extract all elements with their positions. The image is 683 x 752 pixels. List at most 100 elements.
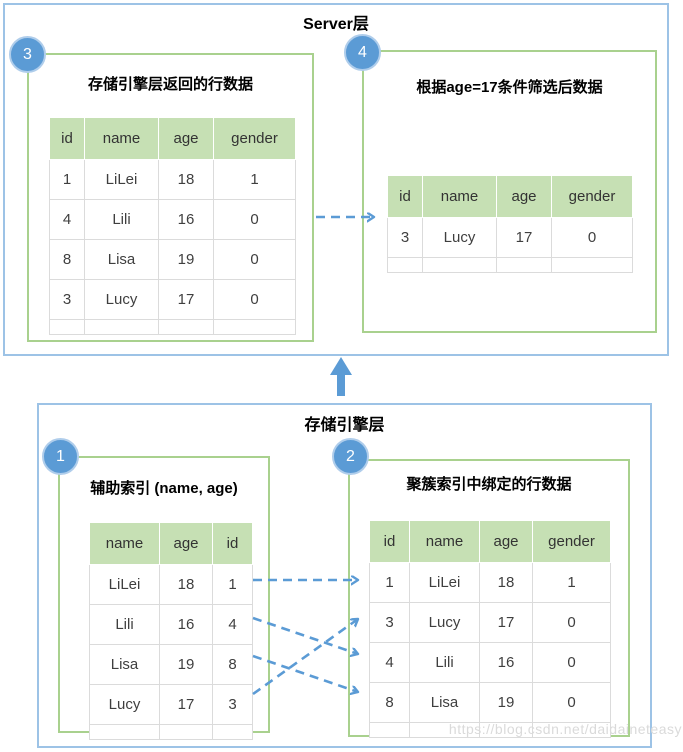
step1-panel-title: 辅助索引 (name, age) [90,480,238,497]
table-footer-cell [387,257,423,273]
table-cell: LiLei [409,562,480,603]
column-header: age [479,520,533,563]
table-cell: Lisa [409,682,480,723]
table-cell: 0 [213,279,296,320]
step4-panel-title: 根据age=17条件筛选后数据 [416,79,603,96]
column-header: age [159,522,213,565]
table-cell: 1 [213,159,296,200]
table-footer-cell [213,319,296,335]
table-footer-cell [159,724,213,740]
table-cell: 1 [212,564,253,605]
column-header: age [158,117,214,160]
table-footer-cell [422,257,497,273]
table-footer-cell [551,257,633,273]
table-footer-cell [49,319,85,335]
table-footer-cell [532,722,611,738]
table-cell: 8 [369,682,410,723]
column-header: id [212,522,253,565]
table-cell: Lucy [84,279,159,320]
table-cell: 17 [496,217,552,258]
table-cell: 0 [213,199,296,240]
table-footer-cell [84,319,159,335]
table-footer-cell [158,319,214,335]
table-cell: 19 [479,682,533,723]
table-cell: Lisa [84,239,159,280]
table-cell: 0 [532,642,611,683]
table-cell: 1 [369,562,410,603]
table-cell: 3 [212,684,253,725]
engine-layer-title: 存储引擎层 [304,417,385,434]
table-cell: 0 [213,239,296,280]
table-footer-strip [369,722,611,738]
table-cell: 16 [479,642,533,683]
column-header: name [84,117,159,160]
column-header: gender [551,175,633,218]
server-layer-box: Server层 [3,3,669,356]
table-footer-cell [212,724,253,740]
table-cell: 19 [159,644,213,685]
column-header: name [422,175,497,218]
table-cell: LiLei [84,159,159,200]
table-cell: Lili [409,642,480,683]
step3-panel-title: 存储引擎层返回的行数据 [87,76,253,93]
table-cell: 17 [158,279,214,320]
table-footer-strip [49,319,296,335]
column-header: gender [532,520,611,563]
table-cell: 3 [49,279,85,320]
table-cell: 3 [369,602,410,643]
table-cell: 18 [479,562,533,603]
table-cell: Lili [89,604,160,645]
step1-badge: 1 [42,438,79,475]
table-cell: 4 [49,199,85,240]
table-cell: 0 [532,602,611,643]
table-cell: Lucy [409,602,480,643]
table-cell: 18 [158,159,214,200]
step2-badge: 2 [332,438,369,475]
table-footer-cell [369,722,410,738]
column-header: id [369,520,410,563]
table-cell: 17 [479,602,533,643]
table-footer-strip [387,257,633,273]
column-header: id [387,175,423,218]
column-header: gender [213,117,296,160]
server-layer-title: Server层 [303,16,369,33]
table-cell: 8 [49,239,85,280]
table-cell: 17 [159,684,213,725]
step3-badge: 3 [9,36,46,73]
table-cell: Lili [84,199,159,240]
table-footer-cell [496,257,552,273]
column-header: name [89,522,160,565]
step4-badge: 4 [344,34,381,71]
table-cell: 4 [212,604,253,645]
table-cell: 19 [158,239,214,280]
table-cell: Lucy [89,684,160,725]
table-cell: 3 [387,217,423,258]
table-cell: 8 [212,644,253,685]
table-cell: 18 [159,564,213,605]
engine-layer-box: 存储引擎层 [37,403,652,748]
table-cell: 16 [159,604,213,645]
table-cell: LiLei [89,564,160,605]
